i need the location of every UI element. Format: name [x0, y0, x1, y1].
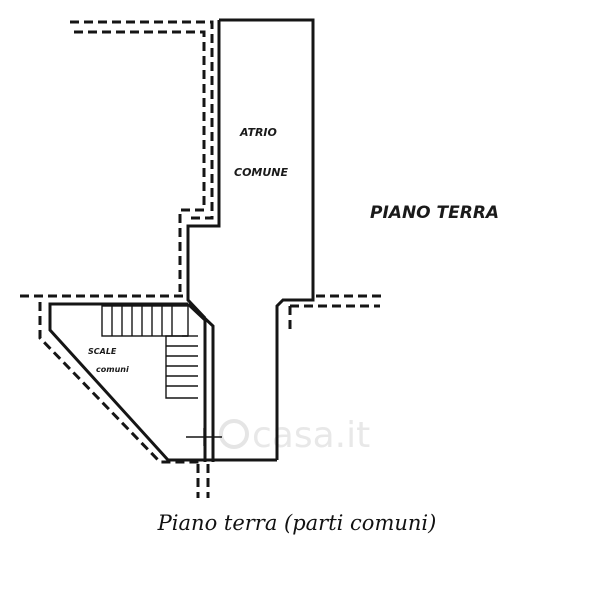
atrium-label-line2: COMUNE	[234, 166, 289, 179]
atrium-label-line1: ATRIO	[239, 126, 277, 139]
entrance-dashes	[196, 464, 210, 498]
watermark-logo-icon	[219, 419, 249, 449]
floor-label: PIANO TERRA	[370, 203, 499, 223]
stairs	[101, 305, 198, 399]
atrium-walls	[186, 18, 315, 460]
passage-marker	[186, 428, 222, 446]
plan-caption: Piano terra (parti comuni)	[157, 511, 437, 535]
watermark-text: casa.it	[252, 415, 370, 456]
stairs-label-line2: comuni	[96, 365, 129, 374]
stairs-label-line1: SCALE	[88, 347, 117, 356]
stair-room-walls	[48, 302, 277, 462]
boundary-dashed-right	[288, 294, 384, 330]
boundary-dashed-left	[20, 294, 200, 464]
boundary-dashed-top	[70, 20, 214, 292]
watermark: casa.it	[219, 415, 370, 456]
